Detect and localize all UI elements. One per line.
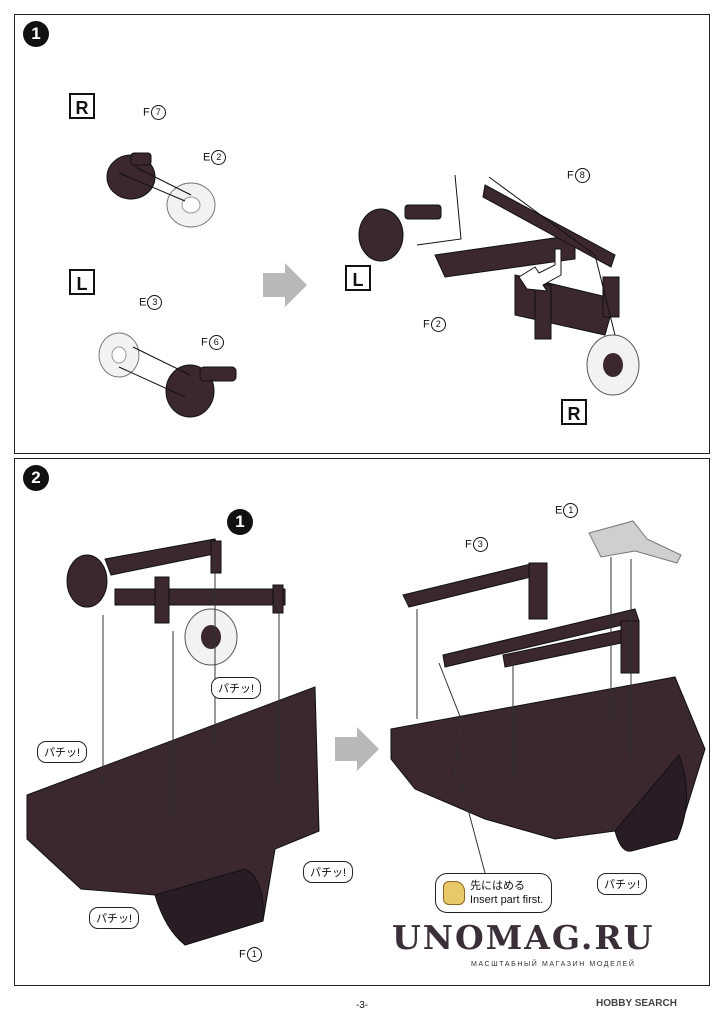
step-1-illustration [98, 152, 640, 418]
brand-footer: HOBBY SEARCH [596, 998, 677, 1009]
insert-first-note: 先にはめる Insert part first. [435, 873, 553, 913]
side-label-right-assembled: R [561, 399, 587, 425]
step-reference-badge: 1 [227, 509, 253, 535]
side-label-left: L [69, 269, 95, 295]
watermark-tagline: МАСШТАБНЫЙ МАГАЗИН МОДЕЛЕЙ [471, 961, 636, 968]
side-label-left-assembled: L [345, 265, 371, 291]
page-number: -3- [355, 1000, 369, 1011]
click-callout: パチッ! [303, 861, 354, 883]
watermark-logo: UNOMAG.RU [392, 918, 655, 957]
click-callout: パチッ! [597, 873, 648, 895]
side-label-right: R [69, 93, 95, 119]
click-callout: パチッ! [37, 741, 88, 763]
note-english: Insert part first. [470, 894, 544, 906]
click-callout: パチッ! [89, 907, 140, 929]
direction-arrow [263, 263, 307, 307]
part-f7-hub [106, 152, 156, 200]
step-number-badge: 1 [23, 21, 49, 47]
step-number-badge: 2 [23, 465, 49, 491]
note-japanese: 先にはめる [470, 880, 525, 892]
hand-pointing-icon [443, 881, 465, 905]
step-2-illustration [26, 520, 706, 946]
direction-arrow [335, 727, 379, 771]
click-callout: パチッ! [211, 677, 262, 699]
